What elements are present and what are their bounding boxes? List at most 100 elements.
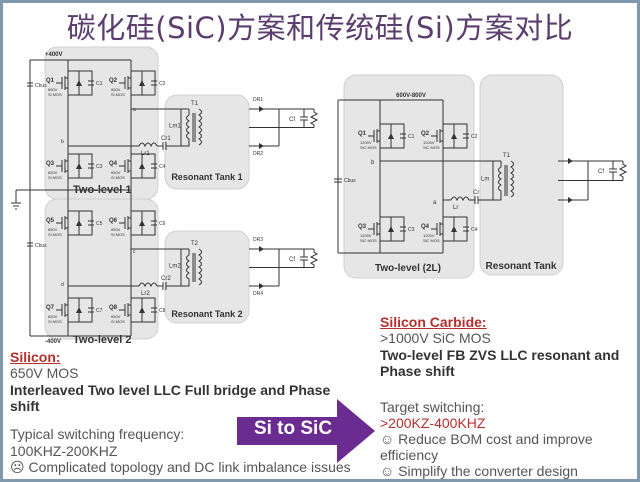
node-d-label: d — [61, 282, 64, 288]
switch-label: Q1 — [46, 78, 55, 84]
resonant-tank-1-label: Resonant Tank 1 — [171, 172, 242, 182]
capacitor-label: C4 — [471, 227, 478, 233]
mosfet-icon — [119, 303, 131, 317]
capacitor-label: C1 — [408, 134, 415, 140]
capacitor-icon — [453, 217, 469, 241]
switch-type: Si MOS — [111, 92, 125, 97]
lr-label: Lr1 — [141, 151, 150, 157]
silicon-heading: Silicon: — [10, 349, 61, 365]
si-to-sic-arrow — [237, 399, 375, 463]
switch-type: Si MOS — [48, 92, 62, 97]
sic-topology-line2: Phase shift — [380, 363, 455, 379]
capacitor-label: C3 — [408, 227, 415, 233]
transformer-label: T1 — [503, 153, 511, 159]
vplus-label: +400V — [45, 52, 63, 58]
silicon-frequency-value: 100KHZ-200KHZ — [10, 443, 118, 459]
switch-type: SiC MOS — [360, 238, 377, 243]
capacitor-icon — [141, 298, 157, 322]
switch-cell — [67, 210, 93, 236]
switch-cell — [379, 123, 405, 149]
resonant-tank-1-block — [164, 94, 250, 190]
switch-label: Q2 — [421, 131, 430, 137]
switch-cell — [67, 153, 93, 179]
switch-label: Q1 — [358, 131, 367, 137]
node-c-label: c — [133, 249, 136, 255]
two-level-2-block — [44, 198, 159, 340]
mosfet-icon — [431, 129, 443, 143]
switch-rating: 1200V — [360, 140, 372, 145]
lm-label: Lm2 — [169, 264, 181, 270]
switch-label: Q5 — [46, 218, 55, 224]
switch-rating: 650V — [48, 170, 58, 175]
diode-icon — [259, 246, 264, 252]
switch-rating: 650V — [48, 87, 58, 92]
sic-pro-1: ☺ Reduce BOM cost and improve — [380, 431, 593, 447]
switch-rating: 650V — [111, 314, 121, 319]
switch-rating: 650V — [111, 87, 121, 92]
diode-label: DR3 — [253, 237, 263, 243]
sic-topology-line1: Two-level FB ZVS LLC resonant and — [380, 347, 620, 363]
capacitor-icon — [390, 217, 406, 241]
filter-capacitor-icon — [609, 168, 617, 173]
lr-label: Lr2 — [141, 291, 150, 297]
filter-capacitor-icon — [300, 116, 308, 121]
transformer-secondary-icon — [198, 248, 202, 286]
sic-pro-2: ☺ Simplify the converter design — [380, 463, 578, 479]
switch-rating: 1200V — [423, 140, 435, 145]
cr-label: Cr — [473, 190, 479, 196]
switch-type: Si MOS — [111, 232, 125, 237]
transformer-core-icon — [504, 165, 508, 196]
two-level-2l-label: Two-level (2L) — [375, 263, 441, 274]
switch-label: Q3 — [358, 224, 367, 230]
switch-label: Q4 — [421, 224, 430, 230]
cbus-label: Cbus — [35, 243, 47, 249]
switch-cell — [442, 123, 468, 149]
switch-cell — [130, 70, 156, 96]
cbus-capacitor-icon — [334, 178, 342, 183]
transformer-label: T1 — [191, 101, 199, 107]
cf-label: Cf — [598, 169, 604, 175]
capacitor-icon — [78, 71, 94, 95]
cbus-label: Cbus — [35, 83, 47, 89]
capacitor-label: C3 — [96, 164, 103, 170]
two-level-2l-block — [343, 74, 475, 279]
switch-rating: 1200V — [423, 233, 435, 238]
capacitor-label: C5 — [96, 221, 103, 227]
switch-label: Q7 — [46, 305, 55, 311]
switch-type: Si MOS — [48, 232, 62, 237]
mosfet-icon — [56, 76, 68, 90]
capacitor-label: C8 — [159, 308, 166, 314]
silicon-frequency-label: Typical switching frequency: — [10, 426, 185, 442]
sic-frequency-label: Target switching: — [380, 399, 485, 415]
cr-label: Cr2 — [161, 276, 171, 282]
capacitor-icon — [141, 71, 157, 95]
mosfet-icon — [56, 159, 68, 173]
switch-cell — [67, 297, 93, 323]
diode-icon — [259, 143, 264, 149]
switch-cell — [67, 70, 93, 96]
switch-type: Si MOS — [111, 175, 125, 180]
lr-label: Lr — [453, 205, 458, 211]
switch-cell — [130, 210, 156, 236]
switch-type: Si MOS — [48, 319, 62, 324]
switch-type: SiC MOS — [423, 238, 440, 243]
mosfet-icon — [368, 129, 380, 143]
ground-icon — [11, 202, 21, 210]
lm-label: Lm — [481, 177, 489, 183]
mosfet-icon — [119, 216, 131, 230]
sic-frequency-value: >200KZ-400KHZ — [380, 415, 486, 431]
capacitor-icon — [141, 154, 157, 178]
diode-label: DR2 — [253, 151, 263, 157]
node-a-label: a — [433, 200, 437, 206]
switch-rating: 1200V — [360, 233, 372, 238]
diode-icon — [568, 158, 573, 164]
vminus-label: -400V — [45, 339, 61, 345]
mosfet-icon — [368, 222, 380, 236]
transformer-primary-icon — [181, 249, 190, 287]
silicon-device: 650V MOS — [10, 365, 79, 381]
diode-label: DR4 — [253, 291, 263, 297]
capacitor-label: C1 — [96, 81, 103, 87]
slide-title: 碳化硅(SiC)方案和传统硅(Si)方案对比 — [66, 11, 574, 45]
